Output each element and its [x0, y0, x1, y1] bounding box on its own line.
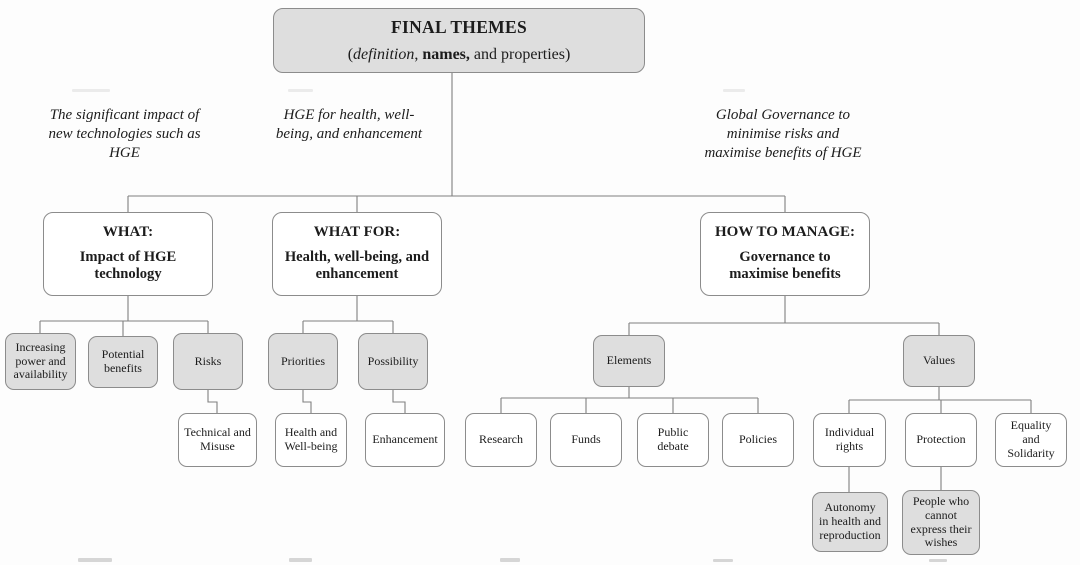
- node-what-for: WHAT FOR: Health, well-being, and enhanc…: [272, 212, 442, 296]
- node-final-themes: FINAL THEMES (definition, names, and pro…: [273, 8, 645, 73]
- subtitle-names: names,: [422, 45, 470, 63]
- scan-artifact: [929, 559, 947, 562]
- node-equality-solidarity: Equality and Solidarity: [995, 413, 1067, 467]
- node-risks: Risks: [173, 333, 243, 390]
- what-heading: WHAT:: [102, 224, 154, 241]
- node-potential-benefits: Potential benefits: [88, 336, 158, 388]
- node-health-wellbeing: Health and Well-being: [275, 413, 347, 467]
- node-research: Research: [465, 413, 537, 467]
- connector-how-bus: [628, 296, 940, 335]
- node-funds: Funds: [550, 413, 622, 467]
- node-what: WHAT: Impact of HGE technology: [43, 212, 213, 296]
- scan-artifact: [289, 558, 312, 562]
- node-possibility: Possibility: [358, 333, 428, 390]
- how-heading: HOW TO MANAGE:: [714, 224, 856, 241]
- scan-artifact: [72, 89, 110, 92]
- subtitle-comma: ,: [414, 45, 423, 63]
- annotation-governance: Global Governance to minimise risks and …: [704, 107, 862, 161]
- what-for-heading: WHAT FOR:: [313, 224, 401, 241]
- what-for-body: Health, well-being, and enhancement: [284, 248, 430, 283]
- node-technical-misuse: Technical and Misuse: [178, 413, 257, 467]
- node-people-wishes: People who cannot express their wishes: [902, 490, 980, 555]
- node-protection: Protection: [905, 413, 977, 467]
- final-themes-subtitle: (definition, names, and properties): [348, 46, 571, 65]
- node-elements: Elements: [593, 335, 665, 387]
- how-body: Governance to maximise benefits: [729, 248, 841, 283]
- annotation-what-for: HGE for health, well- being, and enhance…: [275, 107, 423, 142]
- scan-artifact: [288, 89, 313, 92]
- node-autonomy: Autonomy in health and reproduction: [812, 492, 888, 552]
- node-values: Values: [903, 335, 975, 387]
- connector-whatfor-bus: [302, 296, 394, 333]
- node-priorities: Priorities: [268, 333, 338, 390]
- connector-elements-bus: [500, 387, 759, 413]
- scan-artifact: [713, 559, 733, 562]
- annotation-what: The significant impact of new technologi…: [48, 107, 201, 161]
- connector-priorities-child: [302, 390, 312, 413]
- what-body: Impact of HGE technology: [79, 248, 177, 283]
- node-policies: Policies: [722, 413, 794, 467]
- node-public-debate: Public debate: [637, 413, 709, 467]
- subtitle-rest: and properties): [469, 45, 571, 63]
- scan-artifact: [500, 558, 520, 562]
- subtitle-open: (: [347, 45, 354, 63]
- node-individual-rights: Individual rights: [813, 413, 886, 467]
- connector-root-bus: [127, 73, 786, 212]
- connector-what-bus: [39, 296, 209, 336]
- connector-values-bus: [848, 387, 1032, 413]
- connector-risks-child: [207, 390, 218, 413]
- node-how-to-manage: HOW TO MANAGE: Governance to maximise be…: [700, 212, 870, 296]
- connector-possibility-child: [392, 390, 406, 413]
- node-increasing-power: Increasing power and availability: [5, 333, 76, 390]
- subtitle-definition: definition: [353, 45, 415, 63]
- final-themes-title: FINAL THEMES: [390, 16, 528, 37]
- scan-artifact: [723, 89, 745, 92]
- scan-artifact: [78, 558, 112, 562]
- node-enhancement: Enhancement: [365, 413, 445, 467]
